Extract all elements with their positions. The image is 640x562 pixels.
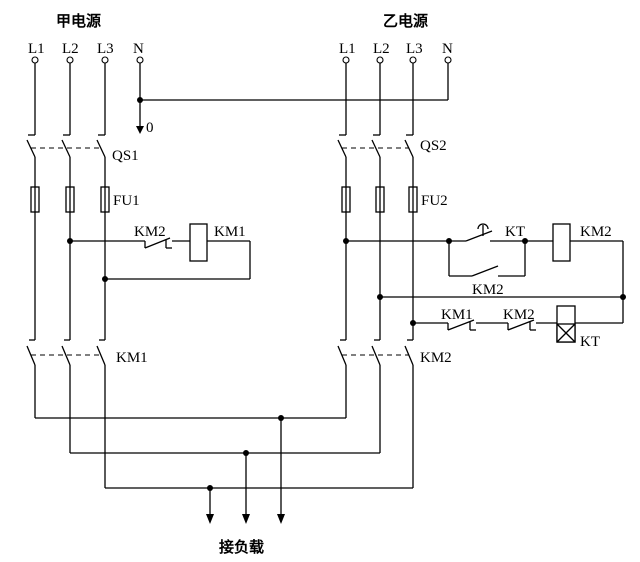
qs1-switch: [26, 132, 106, 187]
source-a-l2-label: L2: [62, 41, 79, 57]
source-a-title: 甲电源: [56, 12, 101, 30]
load-bus: [35, 415, 413, 524]
km2-control-circuit: [343, 223, 626, 343]
load-label: 接负载: [219, 538, 264, 556]
source-a-l1-label: L1: [28, 41, 45, 57]
source-a-l3-label: L3: [97, 41, 114, 57]
kt-contact-label: KT: [505, 224, 525, 240]
km1-control-circuit: [67, 223, 251, 282]
source-b-n-label: N: [442, 41, 453, 57]
km2-coil-label: KM2: [580, 224, 612, 240]
qs2-switch: [337, 132, 414, 187]
neutral-zero-label: 0: [146, 120, 154, 136]
km2-interlock-a-label: KM2: [134, 224, 166, 240]
fu2-label: FU2: [421, 193, 448, 209]
km1-coil-label: KM1: [214, 224, 246, 240]
fu1-fuses: [30, 186, 110, 213]
source-b-l3-label: L3: [406, 41, 423, 57]
kt-coil-label: KT: [580, 334, 600, 350]
neutral-link: [136, 97, 448, 134]
source-b-title: 乙电源: [383, 12, 428, 30]
km1-main-contacts: [26, 339, 106, 488]
km2-nc-b-label: KM2: [503, 307, 535, 323]
km2-main-label: KM2: [420, 350, 452, 366]
source-a-terminals: [31, 56, 144, 132]
source-a-n-label: N: [133, 41, 144, 57]
km2-hold-label: KM2: [472, 282, 504, 298]
km2-main-contacts: [337, 339, 414, 488]
source-b-phase-wires: [345, 212, 414, 340]
qs1-label: QS1: [112, 148, 139, 164]
source-b-l2-label: L2: [373, 41, 390, 57]
qs2-label: QS2: [420, 138, 447, 154]
fu1-label: FU1: [113, 193, 140, 209]
source-b-terminals: [342, 56, 452, 132]
fu2-fuses: [341, 186, 418, 213]
source-b-l1-label: L1: [339, 41, 356, 57]
km1-main-label: KM1: [116, 350, 148, 366]
source-a-phase-wires: [34, 212, 106, 340]
km1-nc-b-label: KM1: [441, 307, 473, 323]
